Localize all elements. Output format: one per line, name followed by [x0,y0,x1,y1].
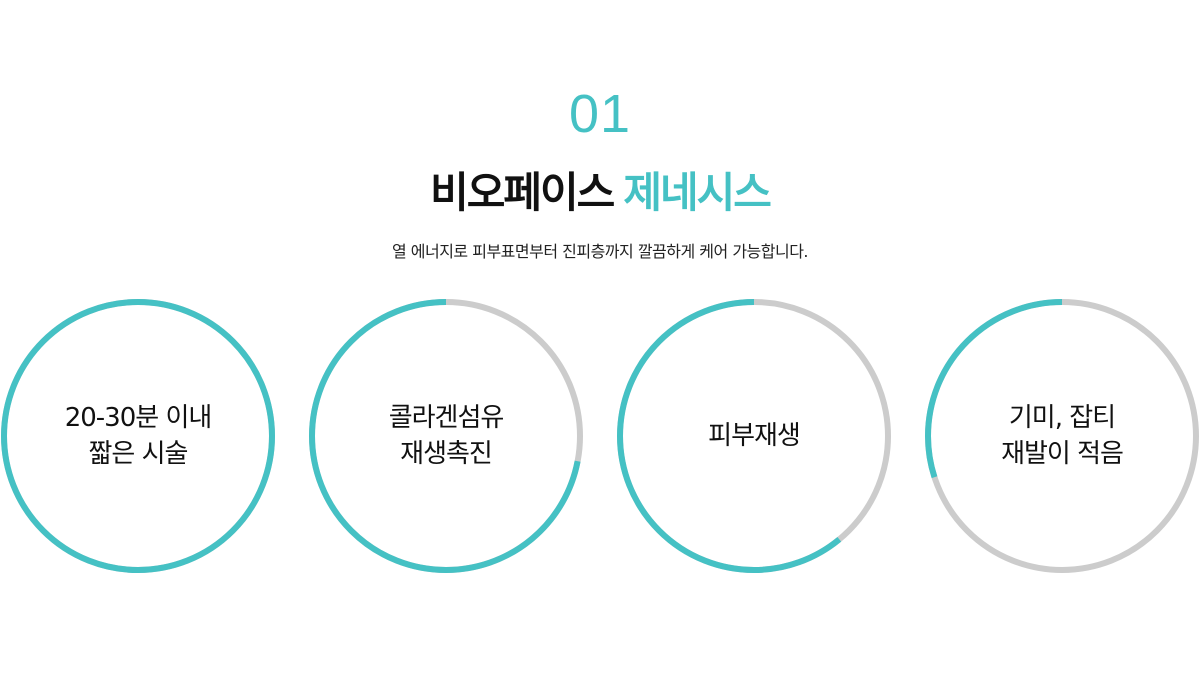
circle-label-line1: 콜라겐섬유 [388,403,505,433]
circle-label: 콜라겐섬유 재생촉진 [308,298,584,574]
circle-label: 20-30분 이내 짧은 시술 [0,298,276,574]
title-main: 비오페이스 [430,168,615,217]
feature-circle-pigmentation: 기미, 잡티 재발이 적음 [924,298,1200,574]
ring-progress [309,299,583,573]
circle-label: 기미, 잡티 재발이 적음 [924,298,1200,574]
feature-circle-skin-regeneration: 피부재생 [616,298,892,574]
section-number: 01 [568,84,632,144]
circle-label: 피부재생 [616,298,892,574]
page-subtitle: 열 에너지로 피부표면부터 진피층까지 깔끔하게 케어 가능합니다. [391,242,809,261]
ring-progress [1,299,275,573]
circle-label-line1: 피부재생 [708,421,801,451]
title-accent: 제네시스 [623,168,772,217]
circle-label-line2: 재발이 적음 [1001,439,1124,469]
circle-label-line1: 기미, 잡티 [1008,403,1116,433]
circle-label-line2: 짧은 시술 [88,439,189,469]
ring-progress [617,299,891,573]
feature-circle-treatment-time: 20-30분 이내 짧은 시술 [0,298,276,574]
progress-ring [1,299,275,573]
progress-ring [617,299,891,573]
ring-progress [925,299,1199,573]
progress-ring [925,299,1199,573]
circle-label-line1: 20-30분 이내 [64,403,213,433]
feature-circle-collagen: 콜라겐섬유 재생촉진 [308,298,584,574]
progress-ring [309,299,583,573]
circle-label-line2: 재생촉진 [400,439,493,469]
